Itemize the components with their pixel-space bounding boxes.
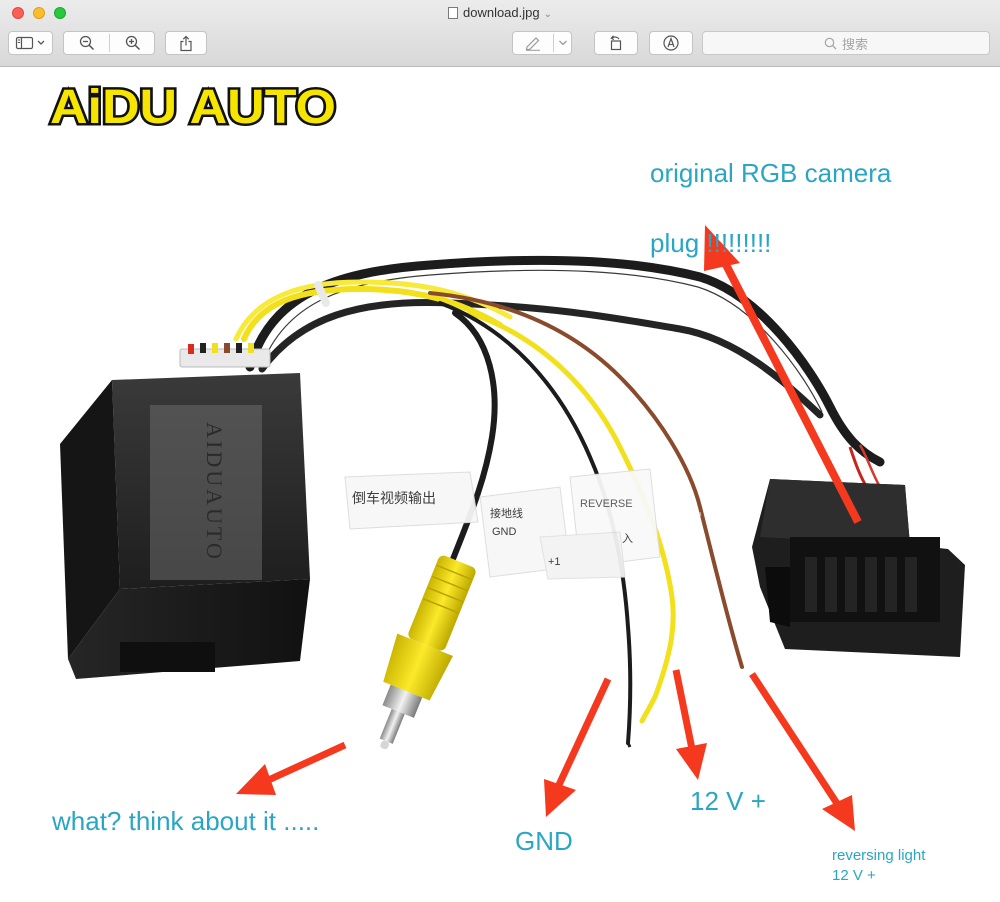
close-window-button[interactable] [12,7,24,19]
segment-divider [109,34,110,52]
pen-icon [525,37,540,51]
tag-label-input: 入 [622,533,633,545]
rotate-button[interactable] [594,31,638,55]
logo-text: AiDU AUTO [50,81,336,134]
aidu-auto-logo: AiDU AUTO [48,79,339,137]
markup-pen-button[interactable] [513,32,553,54]
box-label: AIDUAUTO [202,422,227,562]
zoom-out-button[interactable] [64,32,109,54]
annotation-gnd: GND [515,826,573,856]
brown-wire [428,291,744,669]
share-icon [180,35,192,51]
image-view[interactable]: AIDUAUTO 倒车视频输出 接地线 GND REVERSE 入 +1 [0,67,1000,902]
annotation-what-think: what? think about it ..... [52,806,320,836]
annotation-plug: plug !!!!!!!!! [650,228,772,258]
annotation-12v: 12 V + [690,786,766,816]
tag-label-plus: +1 [548,556,561,568]
red-arrows [236,225,862,831]
segment-divider [553,34,554,52]
markup-icon [663,35,679,51]
document-icon [447,7,458,19]
annotation-reversing-12v: 12 V + [832,867,876,884]
rca-plug [379,555,476,750]
sidebar-toggle-button[interactable] [8,31,53,55]
chevron-down-icon [559,40,567,46]
tag-label-gnd: GND [492,526,517,538]
annotation-reversing-light: reversing light [832,847,926,864]
search-icon [824,37,837,49]
yellow-12v-wire [467,310,676,724]
minimize-window-button[interactable] [33,7,45,19]
rca-cable [445,310,498,575]
zoom-in-icon [125,35,140,51]
sidebar-icon [15,36,44,50]
document-title[interactable]: download.jpg⌄ [0,5,1000,23]
zoom-window-button[interactable] [54,7,66,19]
search-placeholder: 搜索 [841,36,868,52]
tag-label-ground: 接地线 [490,506,523,520]
decoder-box: AIDUAUTO [60,373,310,679]
markup-pen-control [512,31,572,55]
tag-label-reverse: REVERSE [580,498,633,510]
markup-menu-button[interactable] [554,32,572,54]
share-button[interactable] [165,31,207,55]
yellow-wire-bundle [241,285,503,342]
zoom-out-icon [79,35,94,51]
title-bar: download.jpg⌄ [0,0,1000,67]
tag-label-video-out: 倒车视频输出 [352,490,436,506]
black-cable-2 [258,298,824,419]
annotation-original-camera: original RGB camera [650,158,892,188]
rotate-left-icon [610,35,622,51]
product-photo: AIDUAUTO 倒车视频输出 接地线 GND REVERSE 入 +1 [60,225,965,831]
zoom-in-button[interactable] [110,32,155,54]
document-title-text: download.jpg [462,5,540,20]
camera-connector [752,479,965,657]
wire-tags: 倒车视频输出 接地线 GND REVERSE 入 +1 [344,468,661,580]
markup-toolbar-button[interactable] [649,31,693,55]
zoom-controls [63,31,155,55]
search-field[interactable]: 搜索 [702,31,990,55]
chevron-down-icon: ⌄ [543,9,552,20]
wire-tie [314,281,330,307]
